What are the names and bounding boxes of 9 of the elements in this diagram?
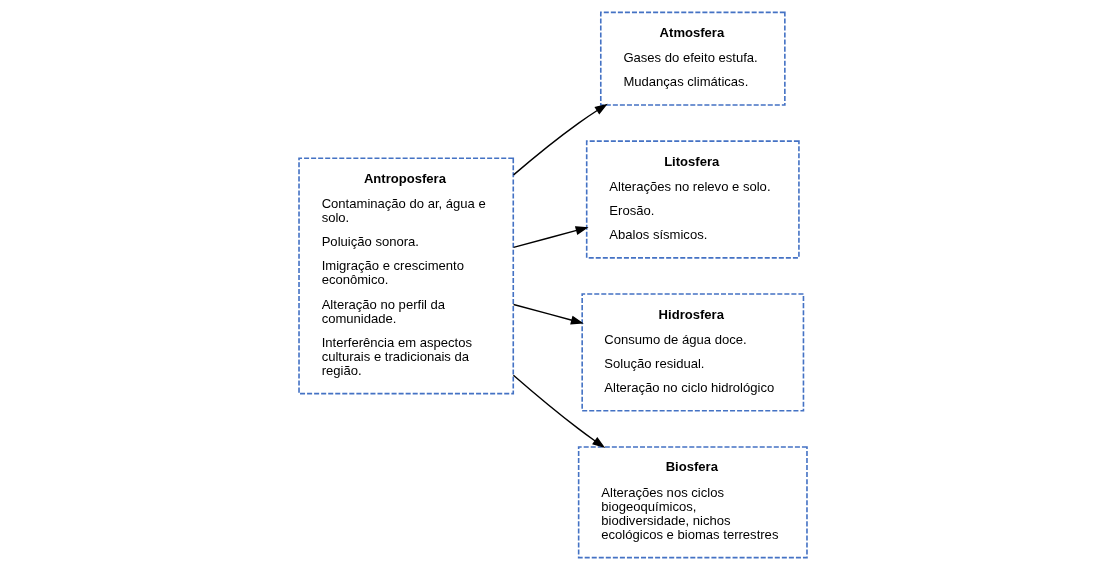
arrow xyxy=(512,226,589,249)
arrow xyxy=(512,103,608,176)
node-box: Atmosfera Gases do efeito estufa. Mudanças climáticas. xyxy=(599,11,786,106)
arrow xyxy=(512,374,605,449)
node-box: Biosfera Alterações nos ciclos biogeoquímicos, biodiversidade, nichos ecológicos e biomas terrestres xyxy=(577,446,808,559)
arrow xyxy=(512,303,584,325)
node-box: Hidrosfera Consumo de água doce. Solução residual. Alteração no ciclo hidrológico xyxy=(580,293,804,412)
node-box: Litosfera Alterações no relevo e solo. Erosão. Abalos sísmicos. xyxy=(585,140,800,259)
node-box: Antroposfera Contaminação do ar, água e solo. Poluição sonora. Imigração e crescimento econômico. Alteração no perfil da comunidade. Interferência em aspectos culturais e tradicionais da região. xyxy=(297,157,514,395)
